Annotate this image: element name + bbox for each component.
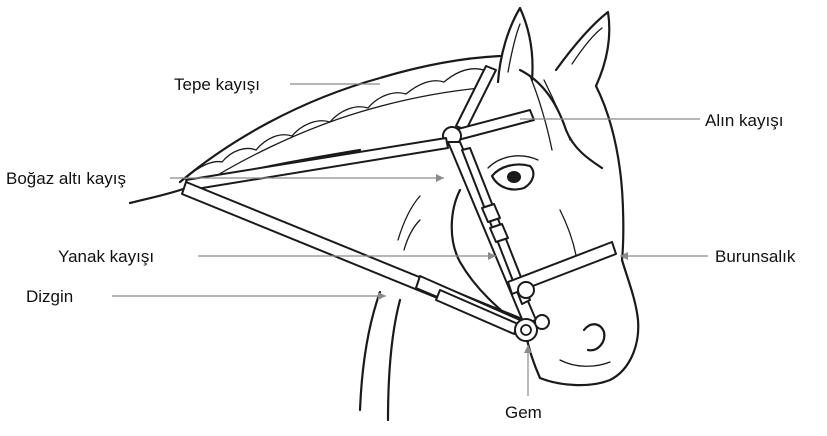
label-dizgin: Dizgin [26, 288, 73, 305]
label-gem: Gem [505, 404, 542, 421]
leader-lines [112, 84, 708, 396]
label-bogaz-alti-kayis: Boğaz altı kayış [6, 170, 126, 187]
label-burunsalik: Burunsalık [715, 248, 795, 265]
label-tepe-kayisi: Tepe kayışı [174, 76, 260, 93]
label-alin-kayisi: Alın kayışı [705, 112, 783, 129]
label-yanak-kayisi: Yanak kayışı [58, 248, 154, 265]
neck [130, 150, 420, 420]
